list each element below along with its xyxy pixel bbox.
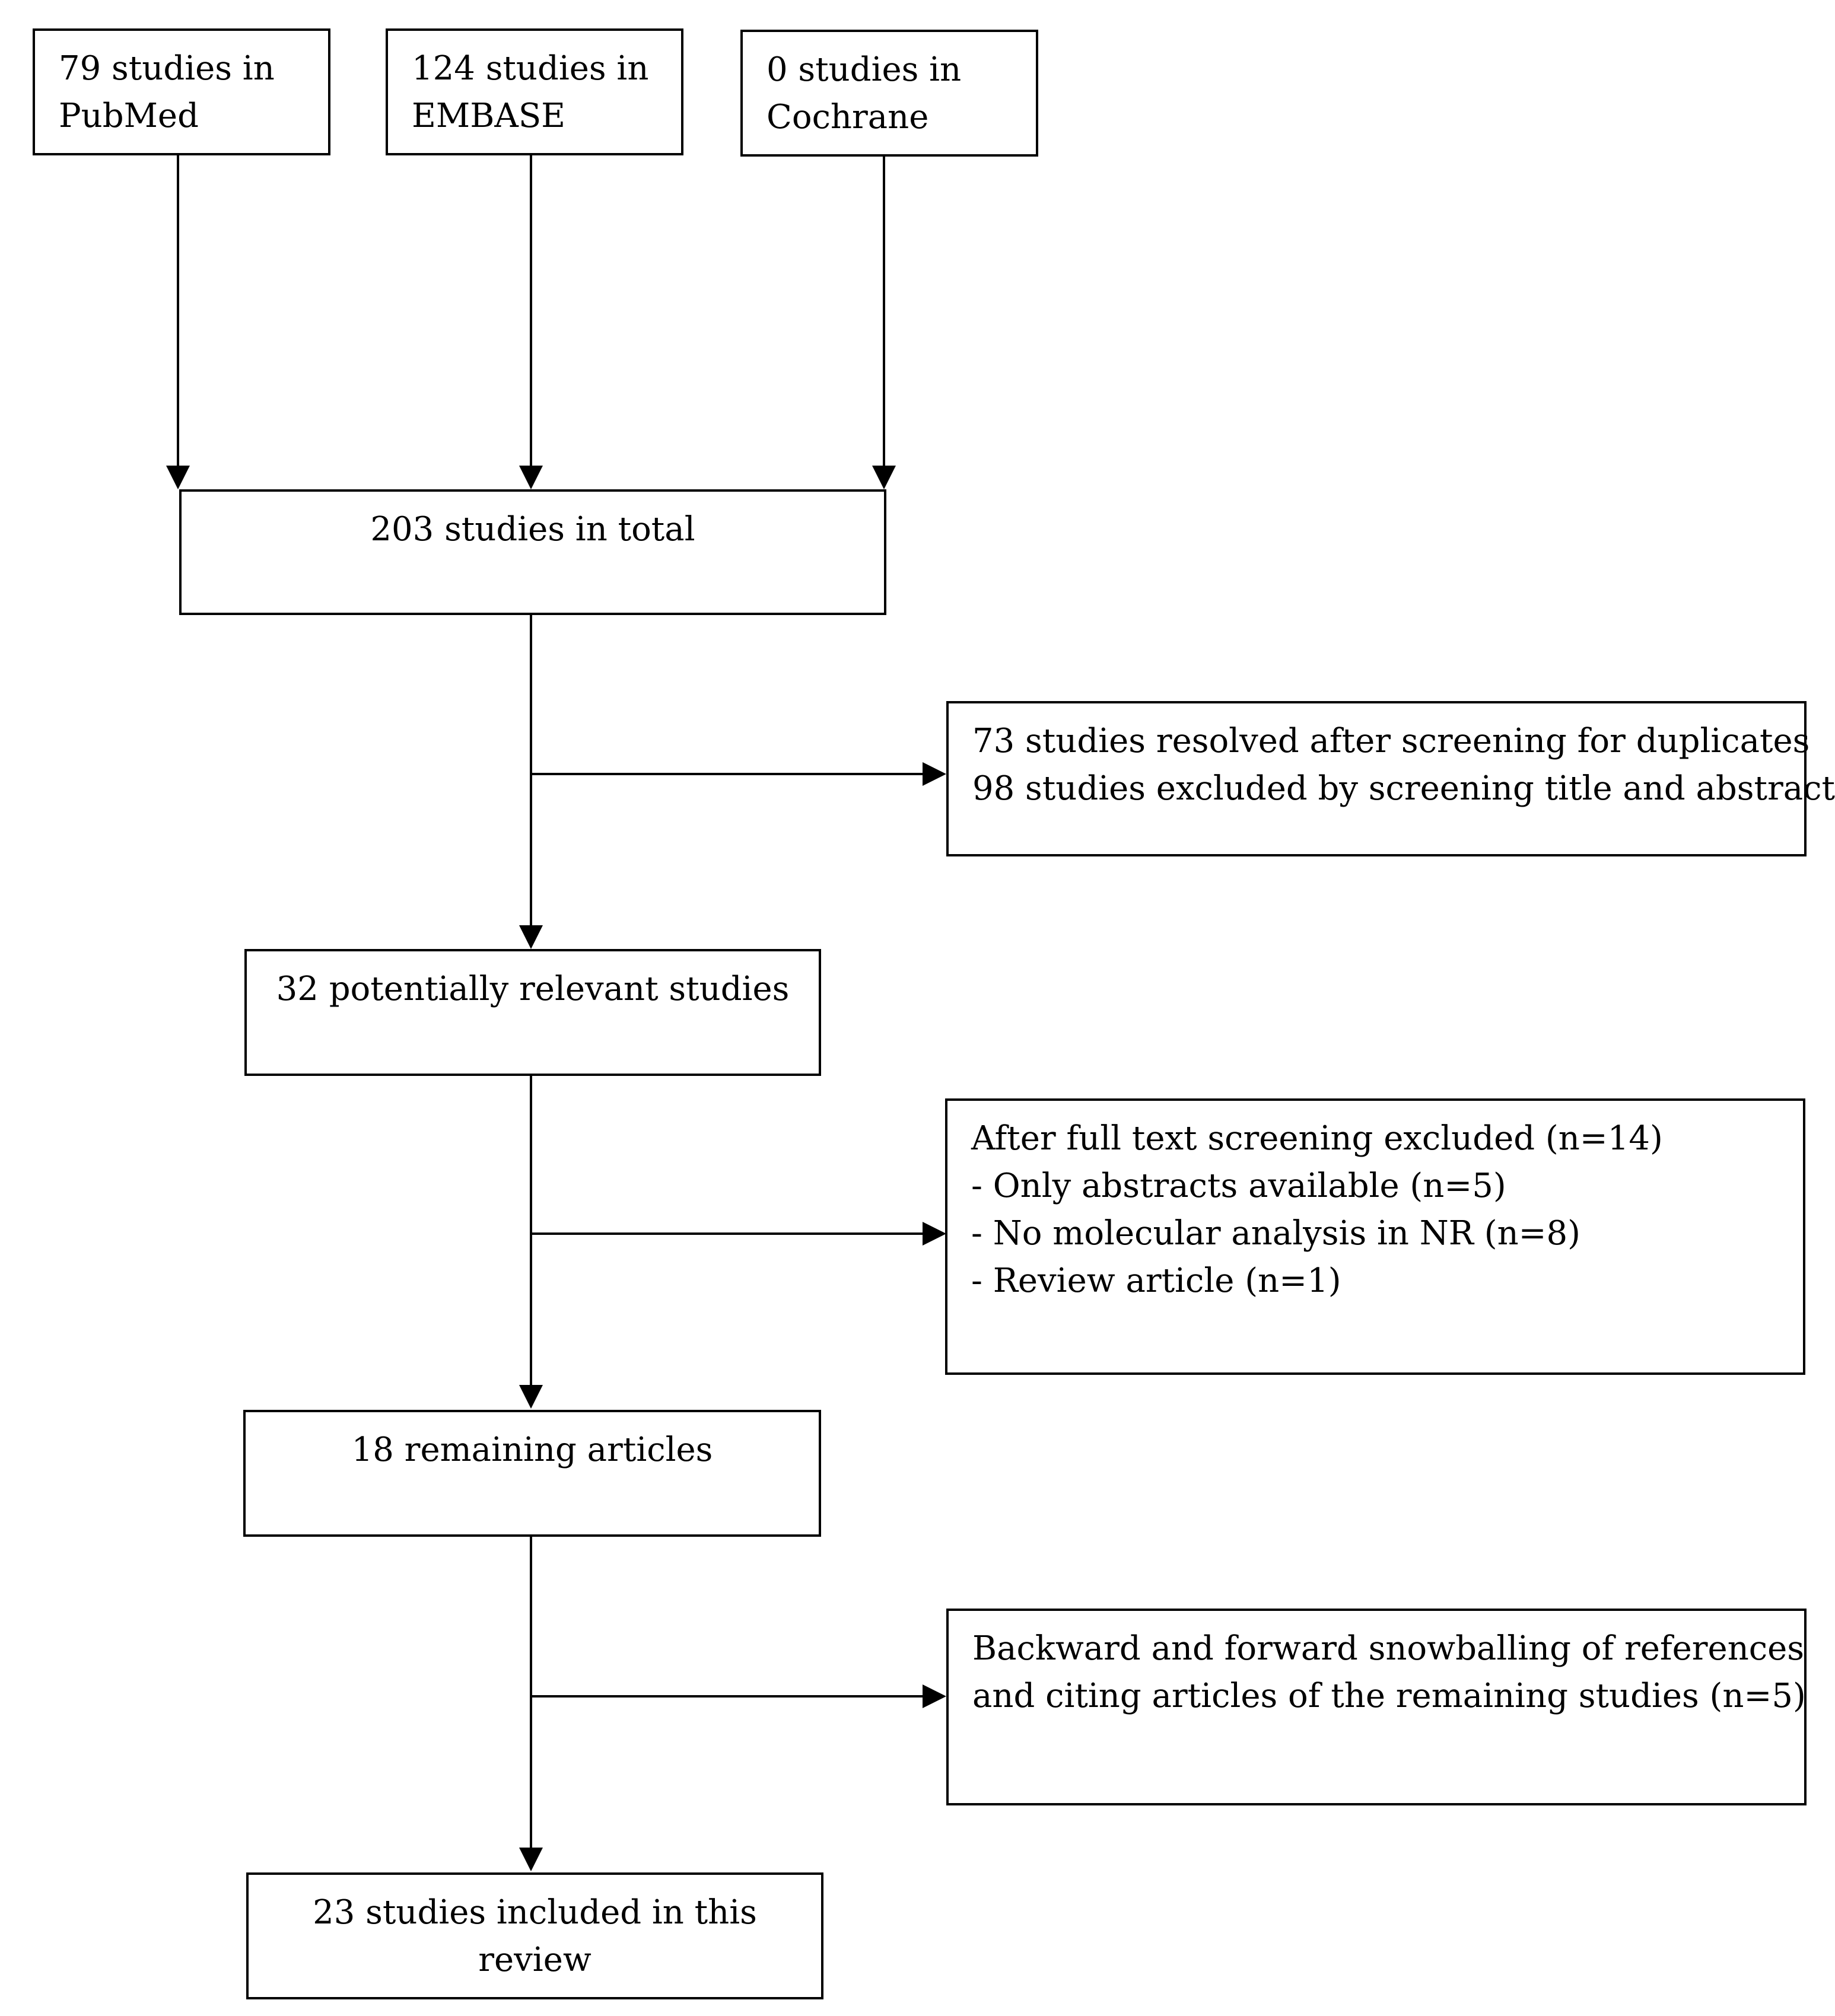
cochrane-line-1: 0 studies in [767, 50, 962, 89]
exclusion-1-box: 73 studies resolved after screening for … [946, 701, 1835, 856]
relevant-box: 32 potentially relevant studies [244, 949, 821, 1076]
cochrane-line-2: Cochrane [767, 98, 929, 136]
relevant-line-1: 32 potentially relevant studies [276, 970, 790, 1008]
total-box: 203 studies in total [179, 489, 886, 615]
arrowhead-embase [519, 466, 543, 489]
embase-line-2: EMBASE [412, 97, 566, 135]
snowballing-line-2: and citing articles of the remaining stu… [972, 1677, 1806, 1715]
exclusion-2-line-1: After full text screening excluded (n=14… [971, 1119, 1663, 1158]
exclusion-2-line-3: - No molecular analysis in NR (n=8) [971, 1214, 1581, 1253]
remaining-box: 18 remaining articles [243, 1410, 821, 1537]
pubmed-line-1: 79 studies in [59, 49, 275, 88]
total-line-1: 203 studies in total [370, 510, 695, 549]
arrowhead-exclusion-2 [923, 1222, 946, 1246]
snowballing-box: Backward and forward snowballing of refe… [946, 1609, 1807, 1805]
arrowhead-snowballing [923, 1684, 946, 1708]
exclusion-1-line-2: 98 studies excluded by screening title a… [972, 769, 1835, 808]
included-line-2: review [478, 1941, 591, 1979]
exclusion-1-line-1: 73 studies resolved after screening for … [972, 722, 1810, 760]
included-line-1: 23 studies included in this [313, 1893, 757, 1932]
exclusion-2-line-4: - Review article (n=1) [971, 1262, 1341, 1300]
remaining-line-1: 18 remaining articles [351, 1431, 713, 1469]
included-box: 23 studies included in this review [246, 1872, 823, 1999]
arrowhead-relevant [519, 925, 543, 949]
arrowhead-cochrane [872, 466, 896, 489]
embase-box: 124 studies in EMBASE [386, 28, 683, 155]
arrowhead-included [519, 1848, 543, 1871]
snowballing-line-1: Backward and forward snowballing of refe… [972, 1629, 1804, 1668]
arrowhead-pubmed [166, 466, 190, 489]
arrowhead-exclusion-1 [923, 762, 946, 786]
cochrane-box: 0 studies in Cochrane [740, 30, 1038, 157]
pubmed-box: 79 studies in PubMed [33, 28, 330, 155]
exclusion-2-box: After full text screening excluded (n=14… [945, 1098, 1805, 1375]
embase-line-1: 124 studies in [412, 49, 649, 88]
exclusion-2-line-2: - Only abstracts available (n=5) [971, 1167, 1506, 1205]
arrowhead-remaining [519, 1385, 543, 1409]
pubmed-line-2: PubMed [59, 97, 199, 135]
